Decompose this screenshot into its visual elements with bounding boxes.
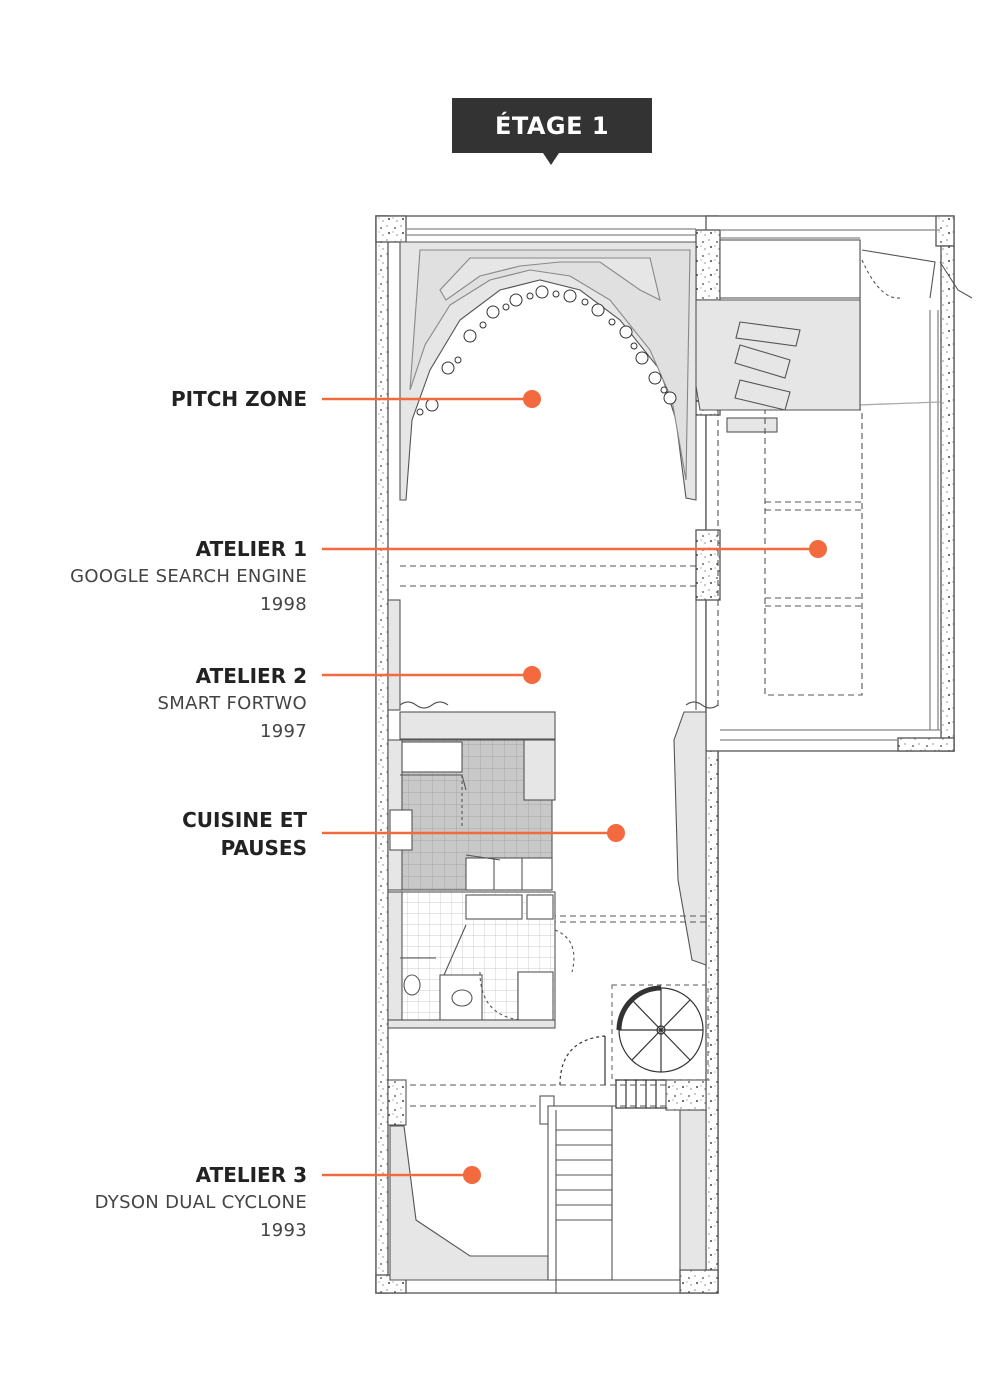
atelier-3-area xyxy=(387,1079,707,1294)
floor-title-text: ÉTAGE 1 xyxy=(494,111,610,140)
floor-title: ÉTAGE 1 xyxy=(452,98,652,153)
cuisine-dot xyxy=(607,824,625,842)
zone-project: SMART FORTWO xyxy=(157,693,307,714)
atelier-1-tables xyxy=(717,409,863,710)
label-pitch-zone: PITCH ZONE xyxy=(171,385,307,413)
label-atelier-3: ATELIER 3 DYSON DUAL CYCLONE 1993 xyxy=(95,1161,307,1245)
label-atelier-1: ATELIER 1 GOOGLE SEARCH ENGINE 1998 xyxy=(70,535,307,619)
floor-title-pointer xyxy=(543,153,559,165)
atelier-3-dot xyxy=(463,1166,481,1184)
zone-name: CUISINE ET xyxy=(182,808,307,832)
zone-name: ATELIER 3 xyxy=(195,1163,307,1187)
zone-year: 1998 xyxy=(259,594,307,615)
annex-rooms xyxy=(689,239,973,433)
atelier-2-dot xyxy=(523,666,541,684)
bathroom xyxy=(387,891,575,1029)
atelier-2-fittings xyxy=(387,565,719,711)
label-cuisine: CUISINE ET PAUSES xyxy=(182,806,307,862)
pitch-zone-chairs xyxy=(416,285,677,416)
zone-name: ATELIER 2 xyxy=(195,664,307,688)
atelier-1-dot xyxy=(809,540,827,558)
zone-year: 1997 xyxy=(259,721,307,742)
kitchen xyxy=(387,711,556,891)
zone-project: DYSON DUAL CYCLONE xyxy=(94,1192,307,1213)
zone-name-line-2: PAUSES xyxy=(220,836,307,860)
zone-name: ATELIER 1 xyxy=(195,537,307,561)
label-atelier-2: ATELIER 2 SMART FORTWO 1997 xyxy=(158,662,307,746)
pitch-zone-dot xyxy=(523,390,541,408)
zone-project: GOOGLE SEARCH ENGINE xyxy=(70,566,307,587)
pitch-zone-seating xyxy=(399,241,697,501)
zone-year: 1993 xyxy=(259,1220,307,1241)
zone-markers xyxy=(322,390,827,1184)
zone-name: PITCH ZONE xyxy=(170,387,307,411)
